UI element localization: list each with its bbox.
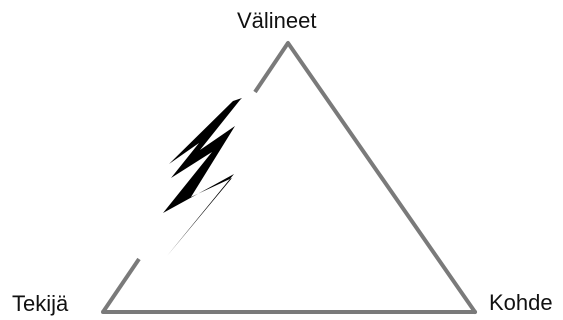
node-label-kohde: Kohde bbox=[489, 290, 553, 315]
edge-valineet-kohde bbox=[286, 41, 477, 314]
lightning-bolt-icon bbox=[163, 98, 242, 256]
node-label-tekija: Tekijä bbox=[12, 291, 69, 316]
edge-tekija-valineet-upper bbox=[253, 41, 290, 94]
edge-tekija-valineet-lower bbox=[101, 257, 141, 314]
node-label-valineet: Välineet bbox=[237, 8, 317, 33]
